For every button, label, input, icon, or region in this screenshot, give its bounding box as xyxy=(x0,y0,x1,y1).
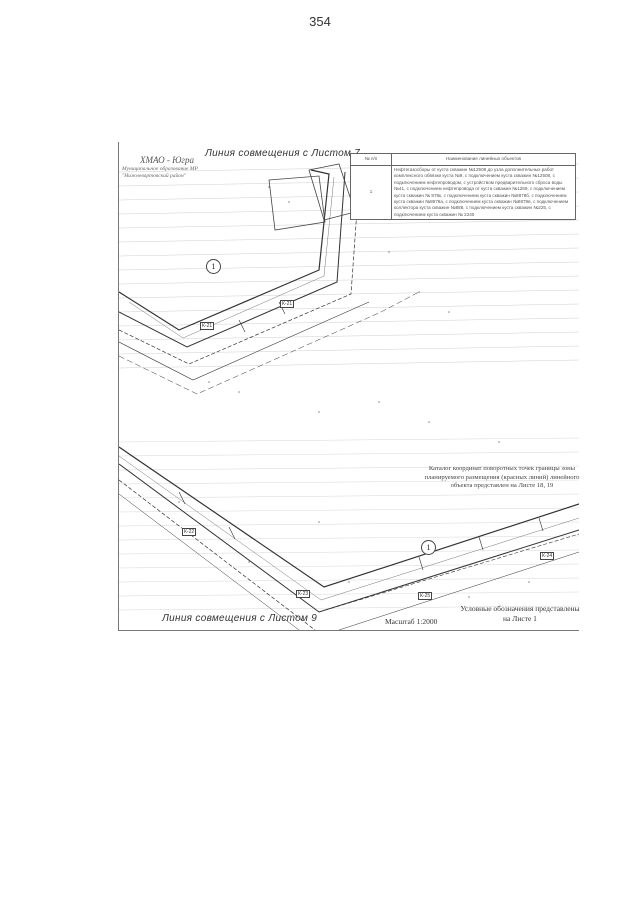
conventions-note: Условные обозначения представлены на Лис… xyxy=(460,604,580,623)
column-header-number: № п/п xyxy=(350,153,392,166)
terrain-dots xyxy=(178,186,530,598)
object-marker-upper: 1 xyxy=(206,259,221,274)
footer-alignment-line: Линия совмещения с Листом 9 xyxy=(162,613,318,624)
map-drawing xyxy=(119,163,579,630)
object-marker-lower: 1 xyxy=(421,540,436,555)
well-label: К-24 xyxy=(540,552,555,560)
header-alignment-line: Линия совмещения с Листом 7 xyxy=(205,148,361,159)
page-number: 354 xyxy=(309,14,331,29)
well-label: К-22 xyxy=(182,528,197,536)
region-label: ХМАО - Югра xyxy=(140,155,194,165)
table-row: 1 Нефтегазосборы от куста скважин №12508… xyxy=(350,164,576,221)
well-label: К-25 xyxy=(418,592,433,600)
map-frame xyxy=(118,142,579,631)
table-header-row: № п/п Наименование линейных объектов xyxy=(350,153,576,166)
terrain-hatching-lower xyxy=(119,437,579,611)
linear-objects-table: № п/п Наименование линейных объектов 1 Н… xyxy=(350,153,576,221)
lower-corridor xyxy=(119,446,579,630)
well-label: К-23 xyxy=(296,590,311,598)
municipality-label: Муниципальное образование МР "Нижневарто… xyxy=(122,166,198,179)
coordinates-catalog-note: Каталог координат поворотных точек грани… xyxy=(424,465,580,490)
row-object-name: Нефтегазосборы от куста скважин №12508 д… xyxy=(391,164,576,221)
scale-label: Масштаб 1:2000 xyxy=(385,617,438,626)
upper-corridor xyxy=(119,169,420,395)
corridor-ticks xyxy=(178,301,544,571)
terrain-hatching-upper xyxy=(119,163,579,369)
well-label: К-21 xyxy=(280,300,295,308)
column-header-name: Наименование линейных объектов xyxy=(391,153,576,166)
well-label: К-21 xyxy=(200,322,215,330)
row-number: 1 xyxy=(350,164,392,221)
